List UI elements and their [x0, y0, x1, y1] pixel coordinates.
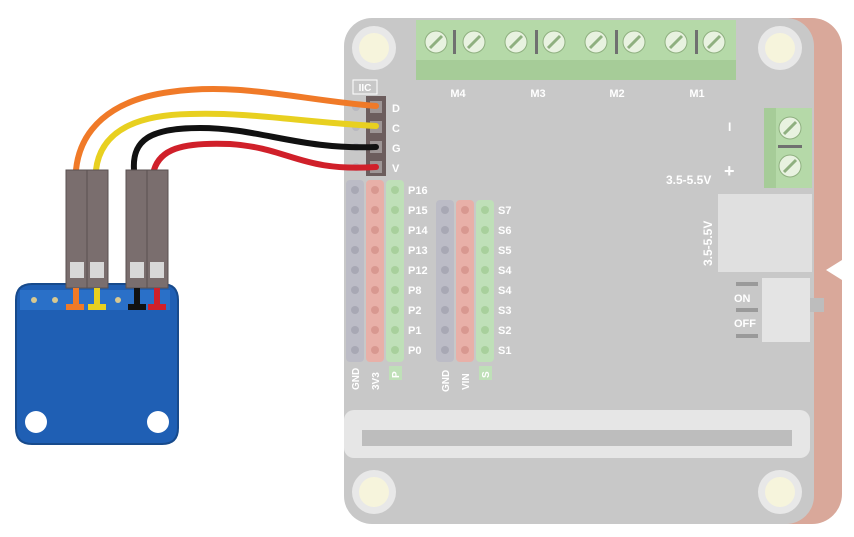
p-pin-label: P16 — [408, 185, 428, 197]
s-pin-label: S4 — [498, 285, 512, 297]
s-pin-label: S2 — [498, 325, 511, 337]
iic-pin-g: G — [392, 143, 401, 155]
iic-pin-c: C — [392, 123, 400, 135]
column-label-s-box — [479, 366, 492, 380]
motor-label-m3: M3 — [530, 88, 545, 100]
iic-pin-d: D — [392, 103, 400, 115]
sensor-module — [15, 283, 179, 445]
mounting-hole-top-right — [758, 26, 802, 70]
p-pin-label: P8 — [408, 285, 421, 297]
iic-pin-v: V — [392, 163, 400, 175]
dc-jack — [718, 194, 812, 272]
power-voltage-label: 3.5-5.5V — [666, 173, 711, 187]
dupont-connector-left — [65, 169, 109, 289]
p-pin-label: P15 — [408, 205, 428, 217]
motor-label-m2: M2 — [609, 88, 624, 100]
pin-column-p — [386, 180, 404, 362]
switch-off-label: OFF — [734, 318, 756, 330]
pin-column-3v3 — [366, 180, 384, 362]
s-pin-label: S1 — [498, 345, 511, 357]
wire-orange — [73, 86, 379, 173]
pin-column-s — [476, 200, 494, 362]
mounting-hole-bottom-right — [758, 470, 802, 514]
motor-label-m1: M1 — [689, 88, 704, 100]
pin-column-gnd-left — [346, 180, 364, 362]
column-label-vin: VIN — [461, 373, 472, 390]
wire-black — [130, 124, 379, 173]
power-minus-label: I — [728, 120, 731, 134]
column-label-gnd-right: GND — [441, 370, 452, 392]
edge-notch-marker — [826, 260, 842, 280]
controller-board: M4 M3 M2 M1 IIC D C G V — [344, 18, 842, 524]
p-pin-label: P12 — [408, 265, 428, 277]
s-pin-label: S4 — [498, 265, 512, 277]
s-pin-label: S6 — [498, 225, 511, 237]
dupont-connector-right — [125, 169, 169, 289]
wire-red — [151, 140, 379, 173]
switch-on-label: ON — [734, 293, 751, 305]
s-pin-label: S5 — [498, 245, 511, 257]
sensor-hole-right — [147, 411, 169, 433]
wire-yellow — [93, 110, 379, 173]
p-pin-label: P0 — [408, 345, 421, 357]
power-switch[interactable] — [736, 278, 824, 342]
column-label-p: P — [391, 371, 402, 378]
column-label-gnd-left: GND — [351, 368, 362, 390]
p-pin-label: P14 — [408, 225, 428, 237]
power-terminal-block — [764, 108, 812, 188]
p-pin-label: P1 — [408, 325, 421, 337]
dc-jack-voltage-label: 3.5-5.5V — [701, 221, 715, 266]
pin-column-vin — [456, 200, 474, 362]
iic-label: IIC — [359, 83, 372, 94]
motor-terminal-block — [416, 20, 736, 80]
power-plus-label: + — [724, 161, 735, 181]
column-label-s: S — [481, 371, 492, 378]
motor-label-m4: M4 — [450, 88, 466, 100]
sensor-hole-left — [25, 411, 47, 433]
pin-column-gnd-right — [436, 200, 454, 362]
s-pin-label: S7 — [498, 205, 511, 217]
expansion-slot-inner — [362, 430, 792, 446]
iic-label-box — [352, 79, 378, 95]
column-label-p-box — [389, 366, 402, 380]
mounting-hole-top-left — [352, 26, 396, 70]
mounting-hole-bottom-left — [352, 470, 396, 514]
p-pin-label: P2 — [408, 305, 421, 317]
board-body — [344, 18, 814, 524]
p-pin-label: P13 — [408, 245, 428, 257]
s-pin-label: S3 — [498, 305, 511, 317]
column-label-3v3: 3V3 — [371, 372, 382, 390]
